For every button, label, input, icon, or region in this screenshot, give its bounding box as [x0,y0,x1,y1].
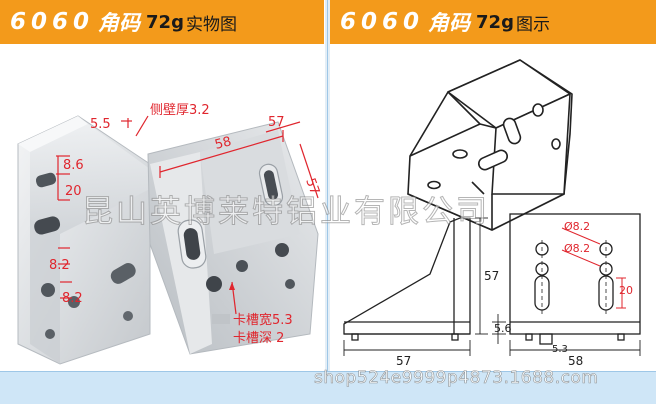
front-58-label: 58 [568,354,583,368]
right-model-number: 6060 [340,9,425,35]
hole-8-2-lower-label: 8.2 [62,291,83,306]
technical-drawing: 57 57 5.6 5.3 58 Ø8.2 Ø8.2 20 [343,59,641,368]
left-view-kind: 实物图 [185,14,237,35]
hole-8-2-upper-label: 8.2 [49,258,70,273]
isometric-view [407,59,573,231]
left-weight: 72g [146,11,184,33]
bracket-photo-right [147,121,319,355]
side-57-label: 57 [302,176,322,197]
slot-depth-label: 卡槽深 2 [233,331,284,346]
slot-20-label: 20 [619,284,633,297]
diameter-lower-label: Ø8.2 [564,242,590,255]
bottom-rule [0,371,656,372]
hole-8-6-label: 8.6 [63,158,84,173]
right-view-kind: 图示 [515,14,550,35]
base-57-label: 57 [396,354,411,368]
right-product-name: 角码 [428,11,471,35]
base-5-6-label: 5.6 [494,322,512,335]
shop-url-watermark: shop524e9999p4873.1688.com [314,368,599,389]
side-view [343,217,471,341]
top-gap-label: 5.5 [90,117,111,132]
top-width-label: 57 [268,115,285,130]
height-57-label: 57 [484,269,499,283]
left-model-number: 6060 [10,9,95,35]
panel-divider [325,0,330,404]
company-watermark: 昆山英博莱特铝业有限公司 [82,194,490,231]
hole-20-label: 20 [65,184,82,199]
drawing-red-dimensions [561,227,626,309]
right-weight: 72g [476,11,514,33]
slot-5-3-label: 5.3 [552,344,568,355]
diameter-upper-label: Ø8.2 [564,220,590,233]
drawing-dimension-lines [343,217,641,356]
right-title-banner: 6060 角码 72g 图示 [330,0,656,44]
front-view [509,213,641,345]
length-58-label: 58 [213,134,233,153]
slot-width-label: 卡槽宽5.3 [233,312,293,328]
left-title-banner: 6060 角码 72g 实物图 [0,0,324,44]
bracket-photo-left [17,115,151,365]
wall-thickness-label: 侧壁厚3.2 [150,103,210,118]
bottom-bar [0,372,656,404]
product-photo: 侧壁厚3.2 5.5 57 58 57 8.6 20 8.2 8.2 卡槽宽5.… [17,103,322,365]
left-product-name: 角码 [98,11,141,35]
